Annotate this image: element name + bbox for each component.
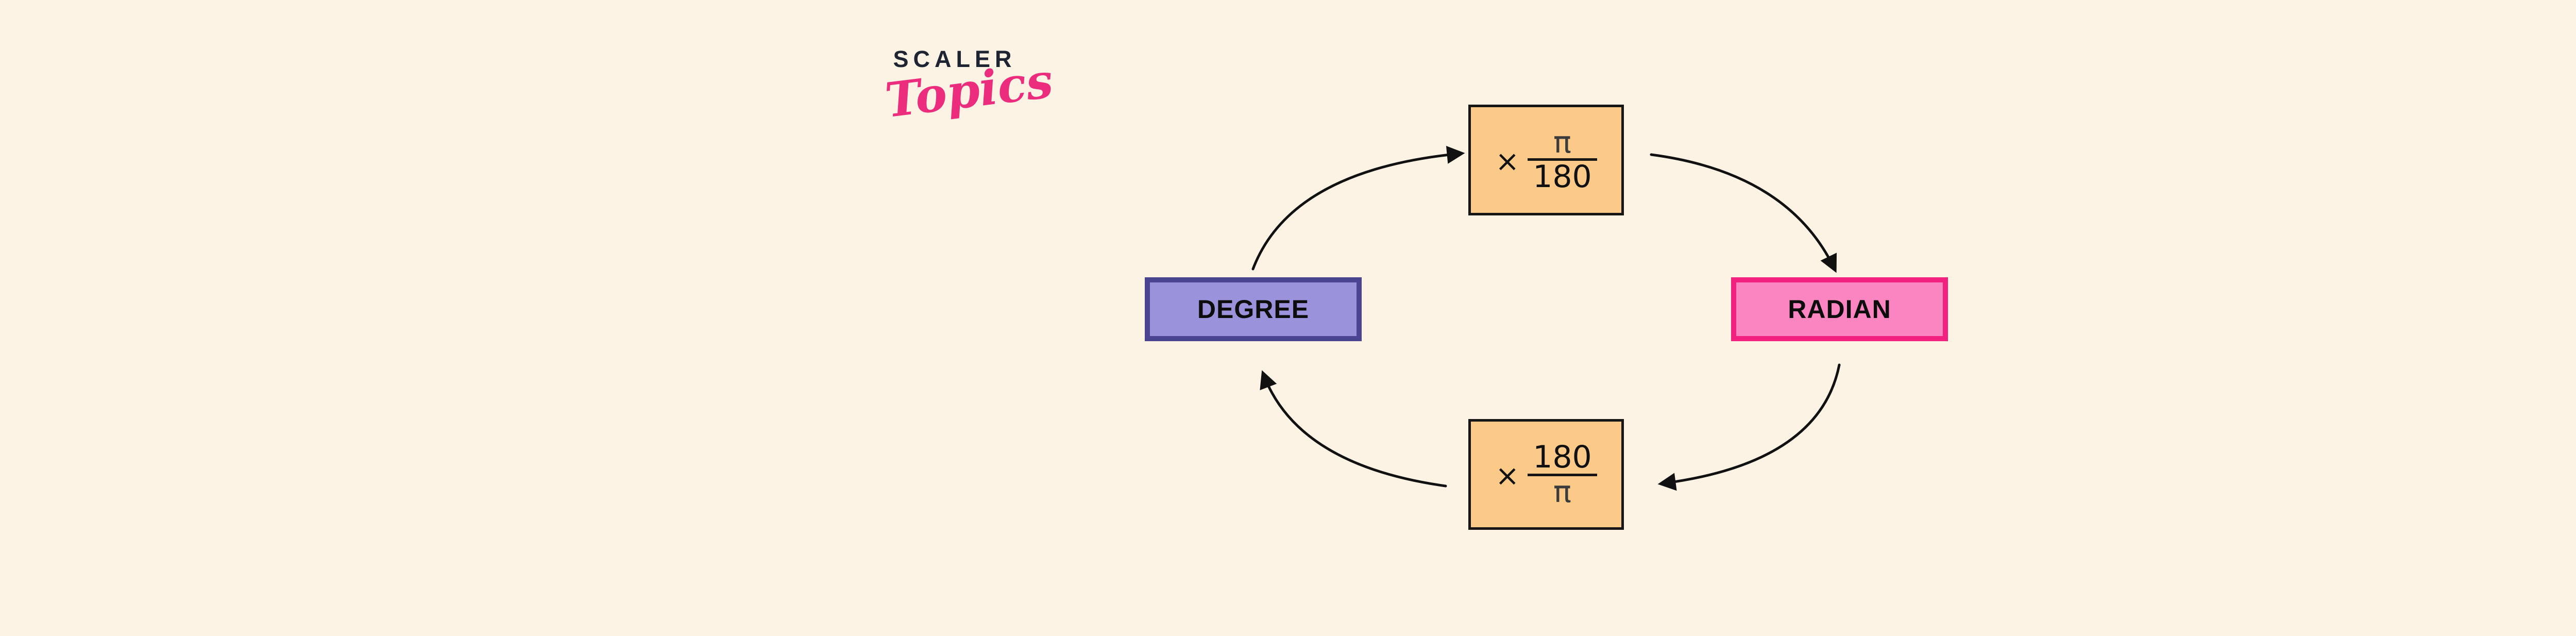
fraction-bar bbox=[1528, 158, 1597, 161]
fraction-denominator: π bbox=[1553, 474, 1571, 510]
logo-brand-text: SCALER bbox=[893, 46, 1016, 72]
arrow-radian-to-multiplier-icon bbox=[1657, 363, 1841, 491]
degree-label: DEGREE bbox=[1197, 295, 1310, 324]
fraction-numerator: π bbox=[1553, 125, 1571, 160]
fraction-denominator: 180 bbox=[1533, 158, 1592, 195]
scaler-topics-logo: SCALER Topics bbox=[882, 46, 1056, 143]
radian-node: RADIAN bbox=[1731, 277, 1948, 341]
rad-to-deg-multiplier-node: × 180 π bbox=[1468, 419, 1624, 530]
arrow-multiplier-to-radian-icon bbox=[1650, 153, 1837, 273]
arrow-degree-to-multiplier-icon bbox=[1251, 145, 1465, 271]
degree-node: DEGREE bbox=[1145, 277, 1362, 341]
fraction-numerator: 180 bbox=[1533, 439, 1592, 476]
multiply-sign: × bbox=[1495, 459, 1520, 493]
fraction-pi-over-180: π 180 bbox=[1528, 127, 1597, 193]
radian-label: RADIAN bbox=[1788, 295, 1891, 324]
fraction-bar bbox=[1528, 474, 1597, 477]
deg-to-rad-multiplier-node: × π 180 bbox=[1468, 105, 1624, 215]
multiply-sign: × bbox=[1495, 144, 1520, 178]
arrow-multiplier-to-degree-icon bbox=[1260, 370, 1447, 488]
fraction-180-over-pi: 180 π bbox=[1528, 441, 1597, 508]
